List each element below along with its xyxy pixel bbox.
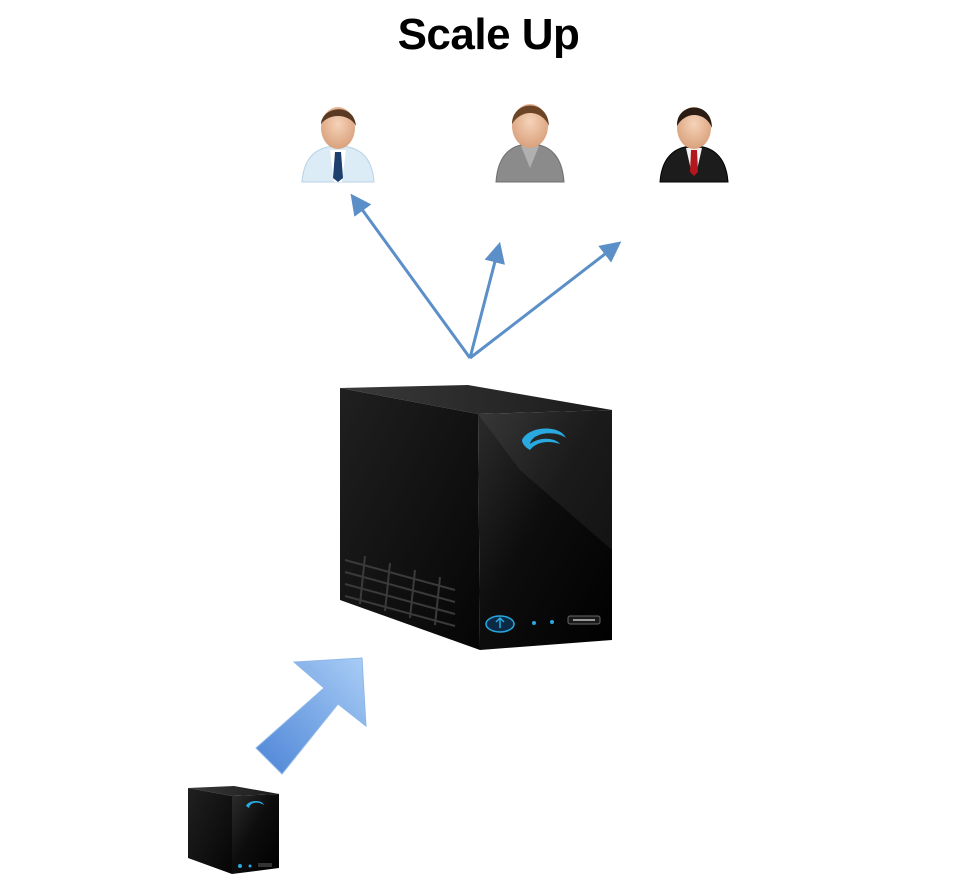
user-light-shirt-icon: [301, 107, 375, 183]
arrow-to-user-2: [468, 241, 505, 359]
user-gray-suit-icon: [495, 104, 565, 183]
arrow-to-user-1: [350, 193, 472, 359]
scale-up-arrow-icon: [255, 657, 367, 775]
connection-arrows: [350, 193, 622, 360]
arrow-to-user-3: [469, 241, 622, 360]
nas-server-small-icon: [188, 786, 279, 874]
user-black-suit-icon: [659, 107, 729, 183]
diagram-title: Scale Up: [397, 10, 580, 59]
nas-server-large-icon: [340, 385, 612, 650]
